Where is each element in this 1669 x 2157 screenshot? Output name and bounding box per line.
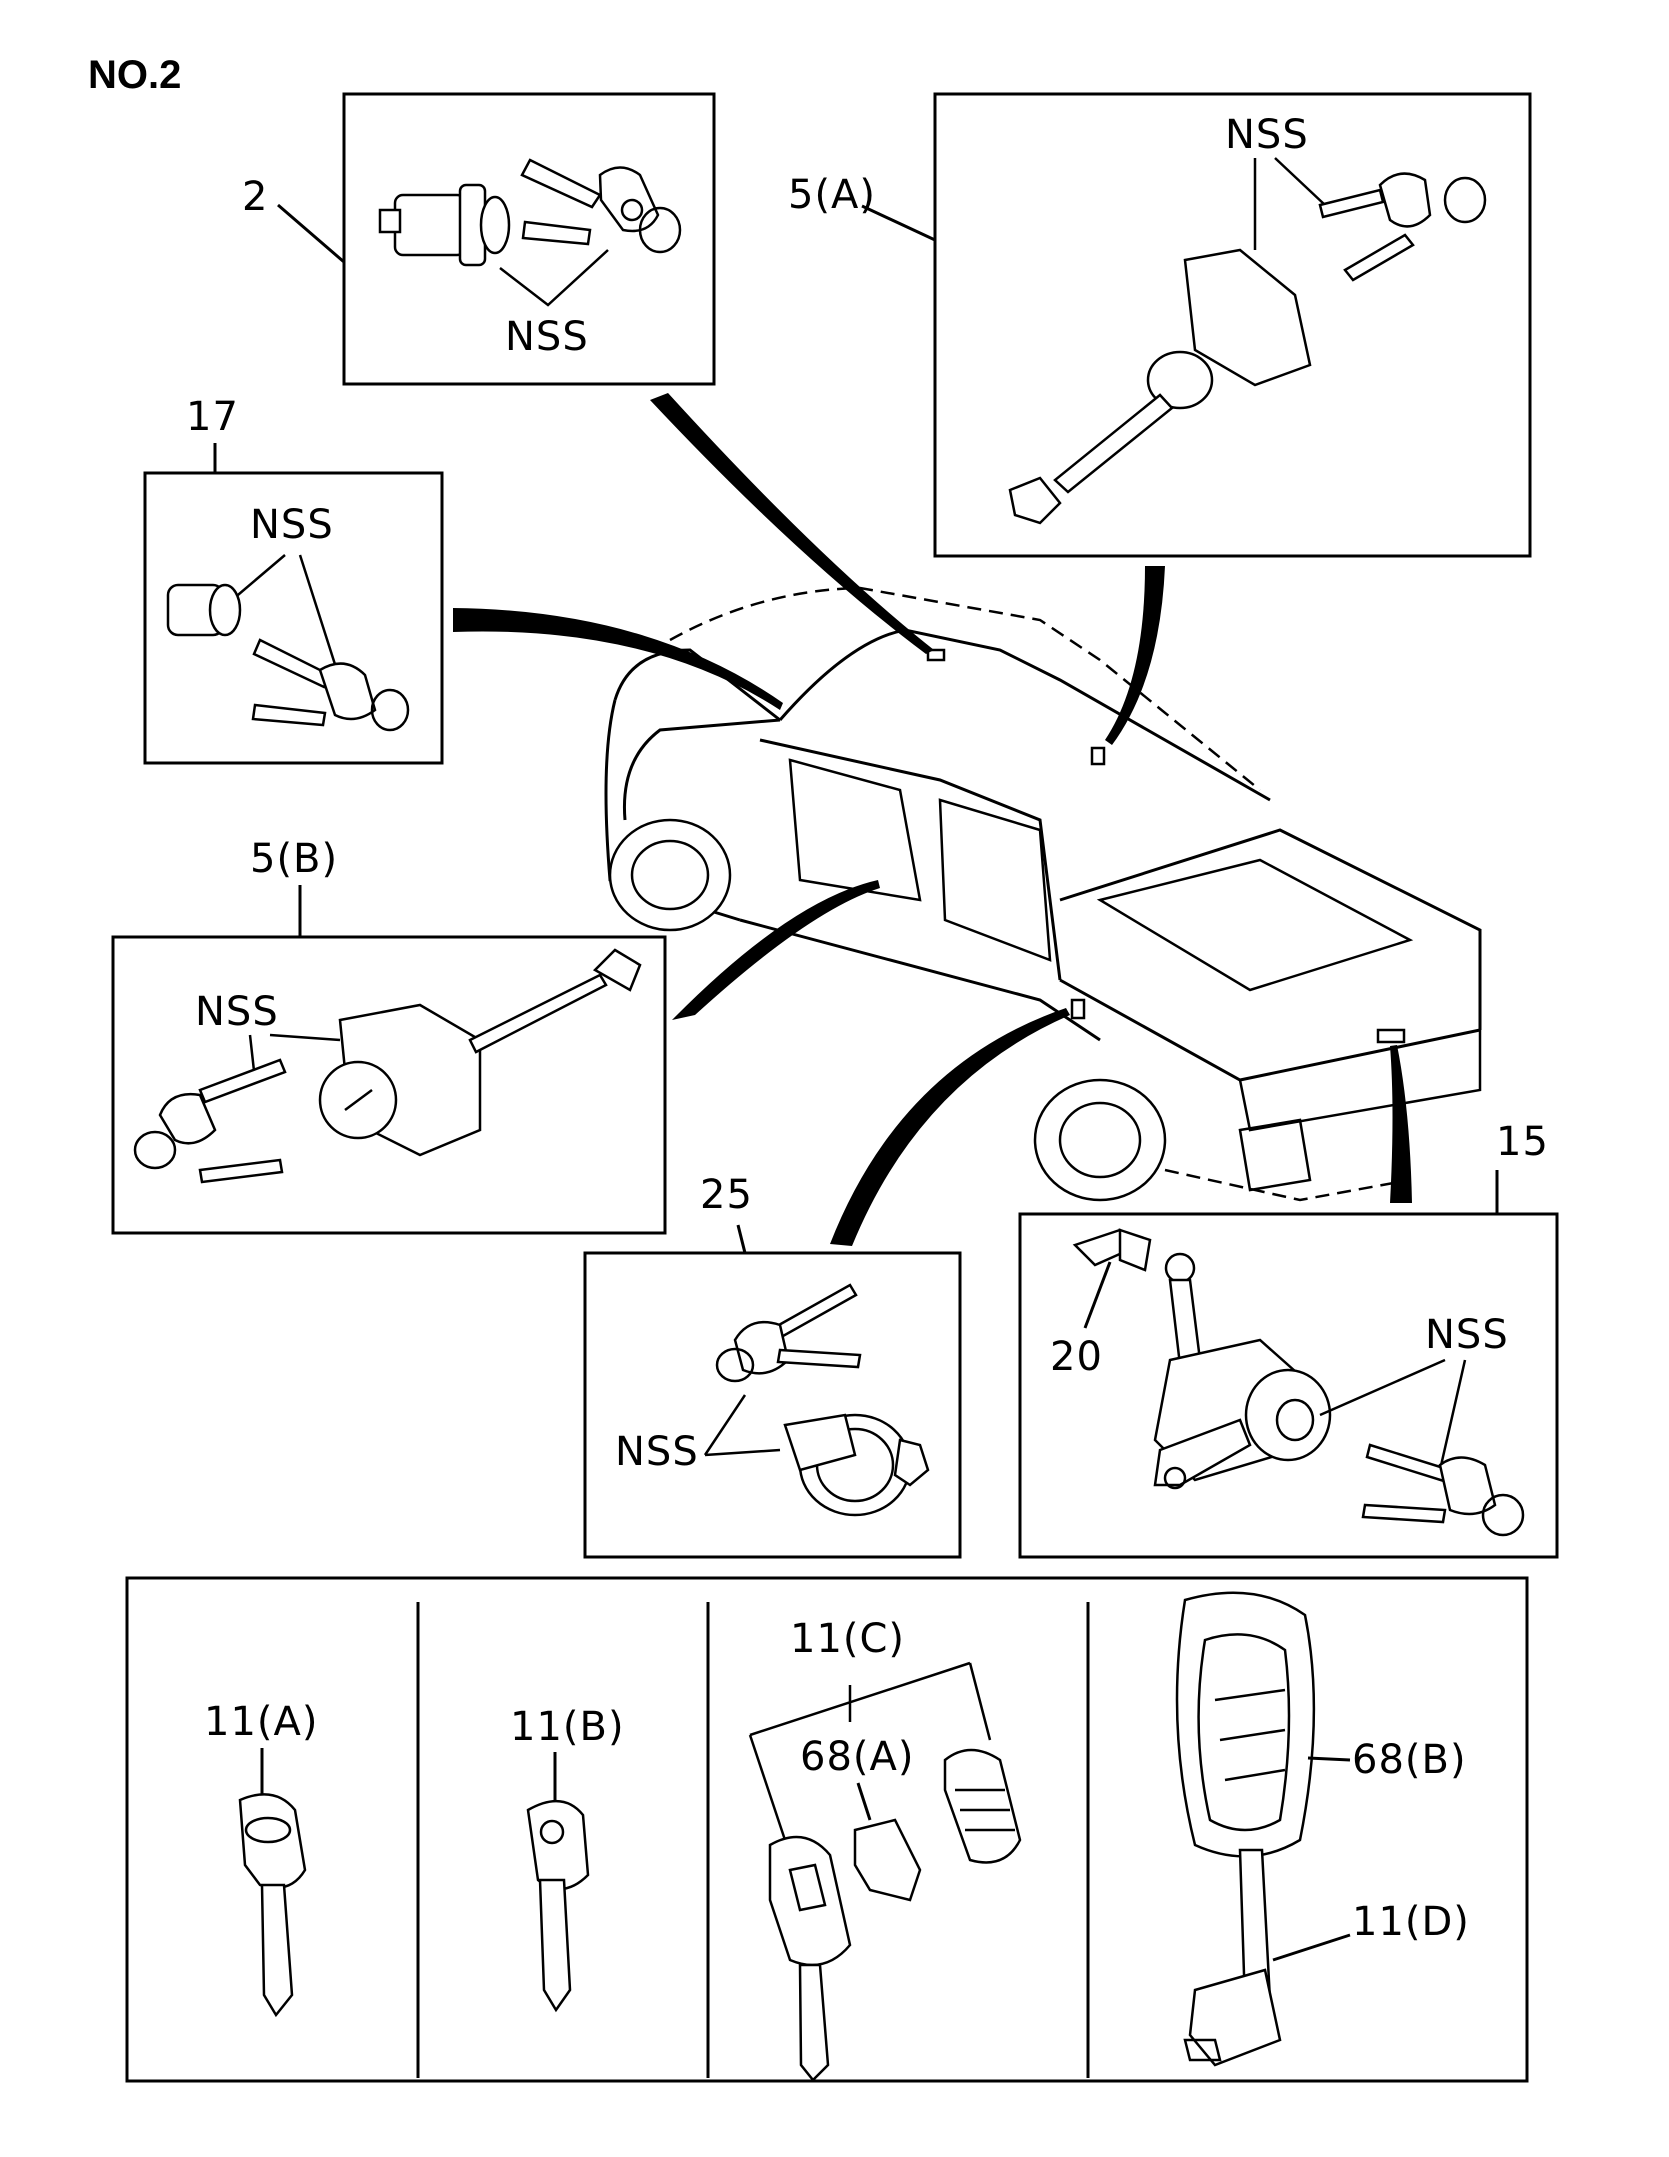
callout-5b: 5(B) bbox=[250, 836, 338, 882]
key-pair-icon bbox=[1361, 1443, 1525, 1537]
key-pair-icon bbox=[715, 1283, 862, 1383]
page-title: NO.2 bbox=[88, 53, 181, 97]
box-part-17: 17 NSS bbox=[143, 394, 444, 765]
callout-68b: 68(B) bbox=[1352, 1737, 1467, 1783]
callout-11a: 11(A) bbox=[204, 1699, 318, 1745]
callout-15: 15 bbox=[1496, 1119, 1549, 1165]
smart-key-68b-icon bbox=[1175, 1591, 1316, 1858]
box-part-5a: 5(A) NSS bbox=[788, 92, 1532, 558]
key-11a-icon bbox=[238, 1793, 307, 2018]
case-11c-icon bbox=[943, 1748, 1022, 1864]
key-pair-icon bbox=[520, 158, 682, 254]
fuel-lid-lock-cylinder-icon bbox=[783, 1413, 930, 1517]
callout-20: 20 bbox=[1050, 1334, 1103, 1380]
cover-68a-icon bbox=[853, 1818, 922, 1902]
key-pair-icon bbox=[251, 638, 410, 732]
door-lock-assembly-icon bbox=[318, 948, 642, 1157]
door-lock-cylinder-icon bbox=[378, 183, 511, 267]
glovebox-lock-cylinder-icon bbox=[166, 583, 242, 637]
nss-label-5b: NSS bbox=[195, 989, 279, 1035]
clip-icon bbox=[1072, 1228, 1152, 1272]
nss-label-17: NSS bbox=[250, 502, 334, 548]
key-11d-icon bbox=[1183, 1848, 1282, 2067]
box-part-25: 25 NSS bbox=[583, 1172, 962, 1559]
callout-68a: 68(A) bbox=[800, 1734, 914, 1780]
box-part-2: 2 NSS bbox=[242, 92, 716, 386]
nss-label-25: NSS bbox=[615, 1429, 699, 1475]
callout-2: 2 bbox=[242, 174, 268, 220]
key-pair-icon bbox=[133, 1058, 287, 1184]
key-11c-icon bbox=[768, 1835, 852, 2082]
key-11b-icon bbox=[526, 1799, 590, 2013]
pointer-wedges bbox=[453, 393, 1412, 1246]
key-pair-icon bbox=[1318, 172, 1487, 282]
tailgate-lock-assembly-icon bbox=[1008, 248, 1312, 525]
tailgate-lock-cylinder-icon bbox=[1153, 1252, 1332, 1490]
box-keys: 11(A) 11(B) 11(C) 68(A) bbox=[125, 1576, 1529, 2083]
callout-11d: 11(D) bbox=[1352, 1899, 1470, 1945]
box-part-15: 15 20 NSS bbox=[1018, 1119, 1559, 1559]
nss-label-2: NSS bbox=[505, 314, 589, 360]
nss-label-5a: NSS bbox=[1225, 112, 1309, 158]
callout-11b: 11(B) bbox=[510, 1704, 625, 1750]
nss-label-15: NSS bbox=[1425, 1312, 1509, 1358]
callout-25: 25 bbox=[700, 1172, 753, 1218]
callout-17: 17 bbox=[186, 394, 239, 440]
callout-5a: 5(A) bbox=[788, 172, 876, 218]
box-part-5b: 5(B) NSS bbox=[111, 836, 667, 1235]
callout-11c: 11(C) bbox=[790, 1616, 905, 1662]
